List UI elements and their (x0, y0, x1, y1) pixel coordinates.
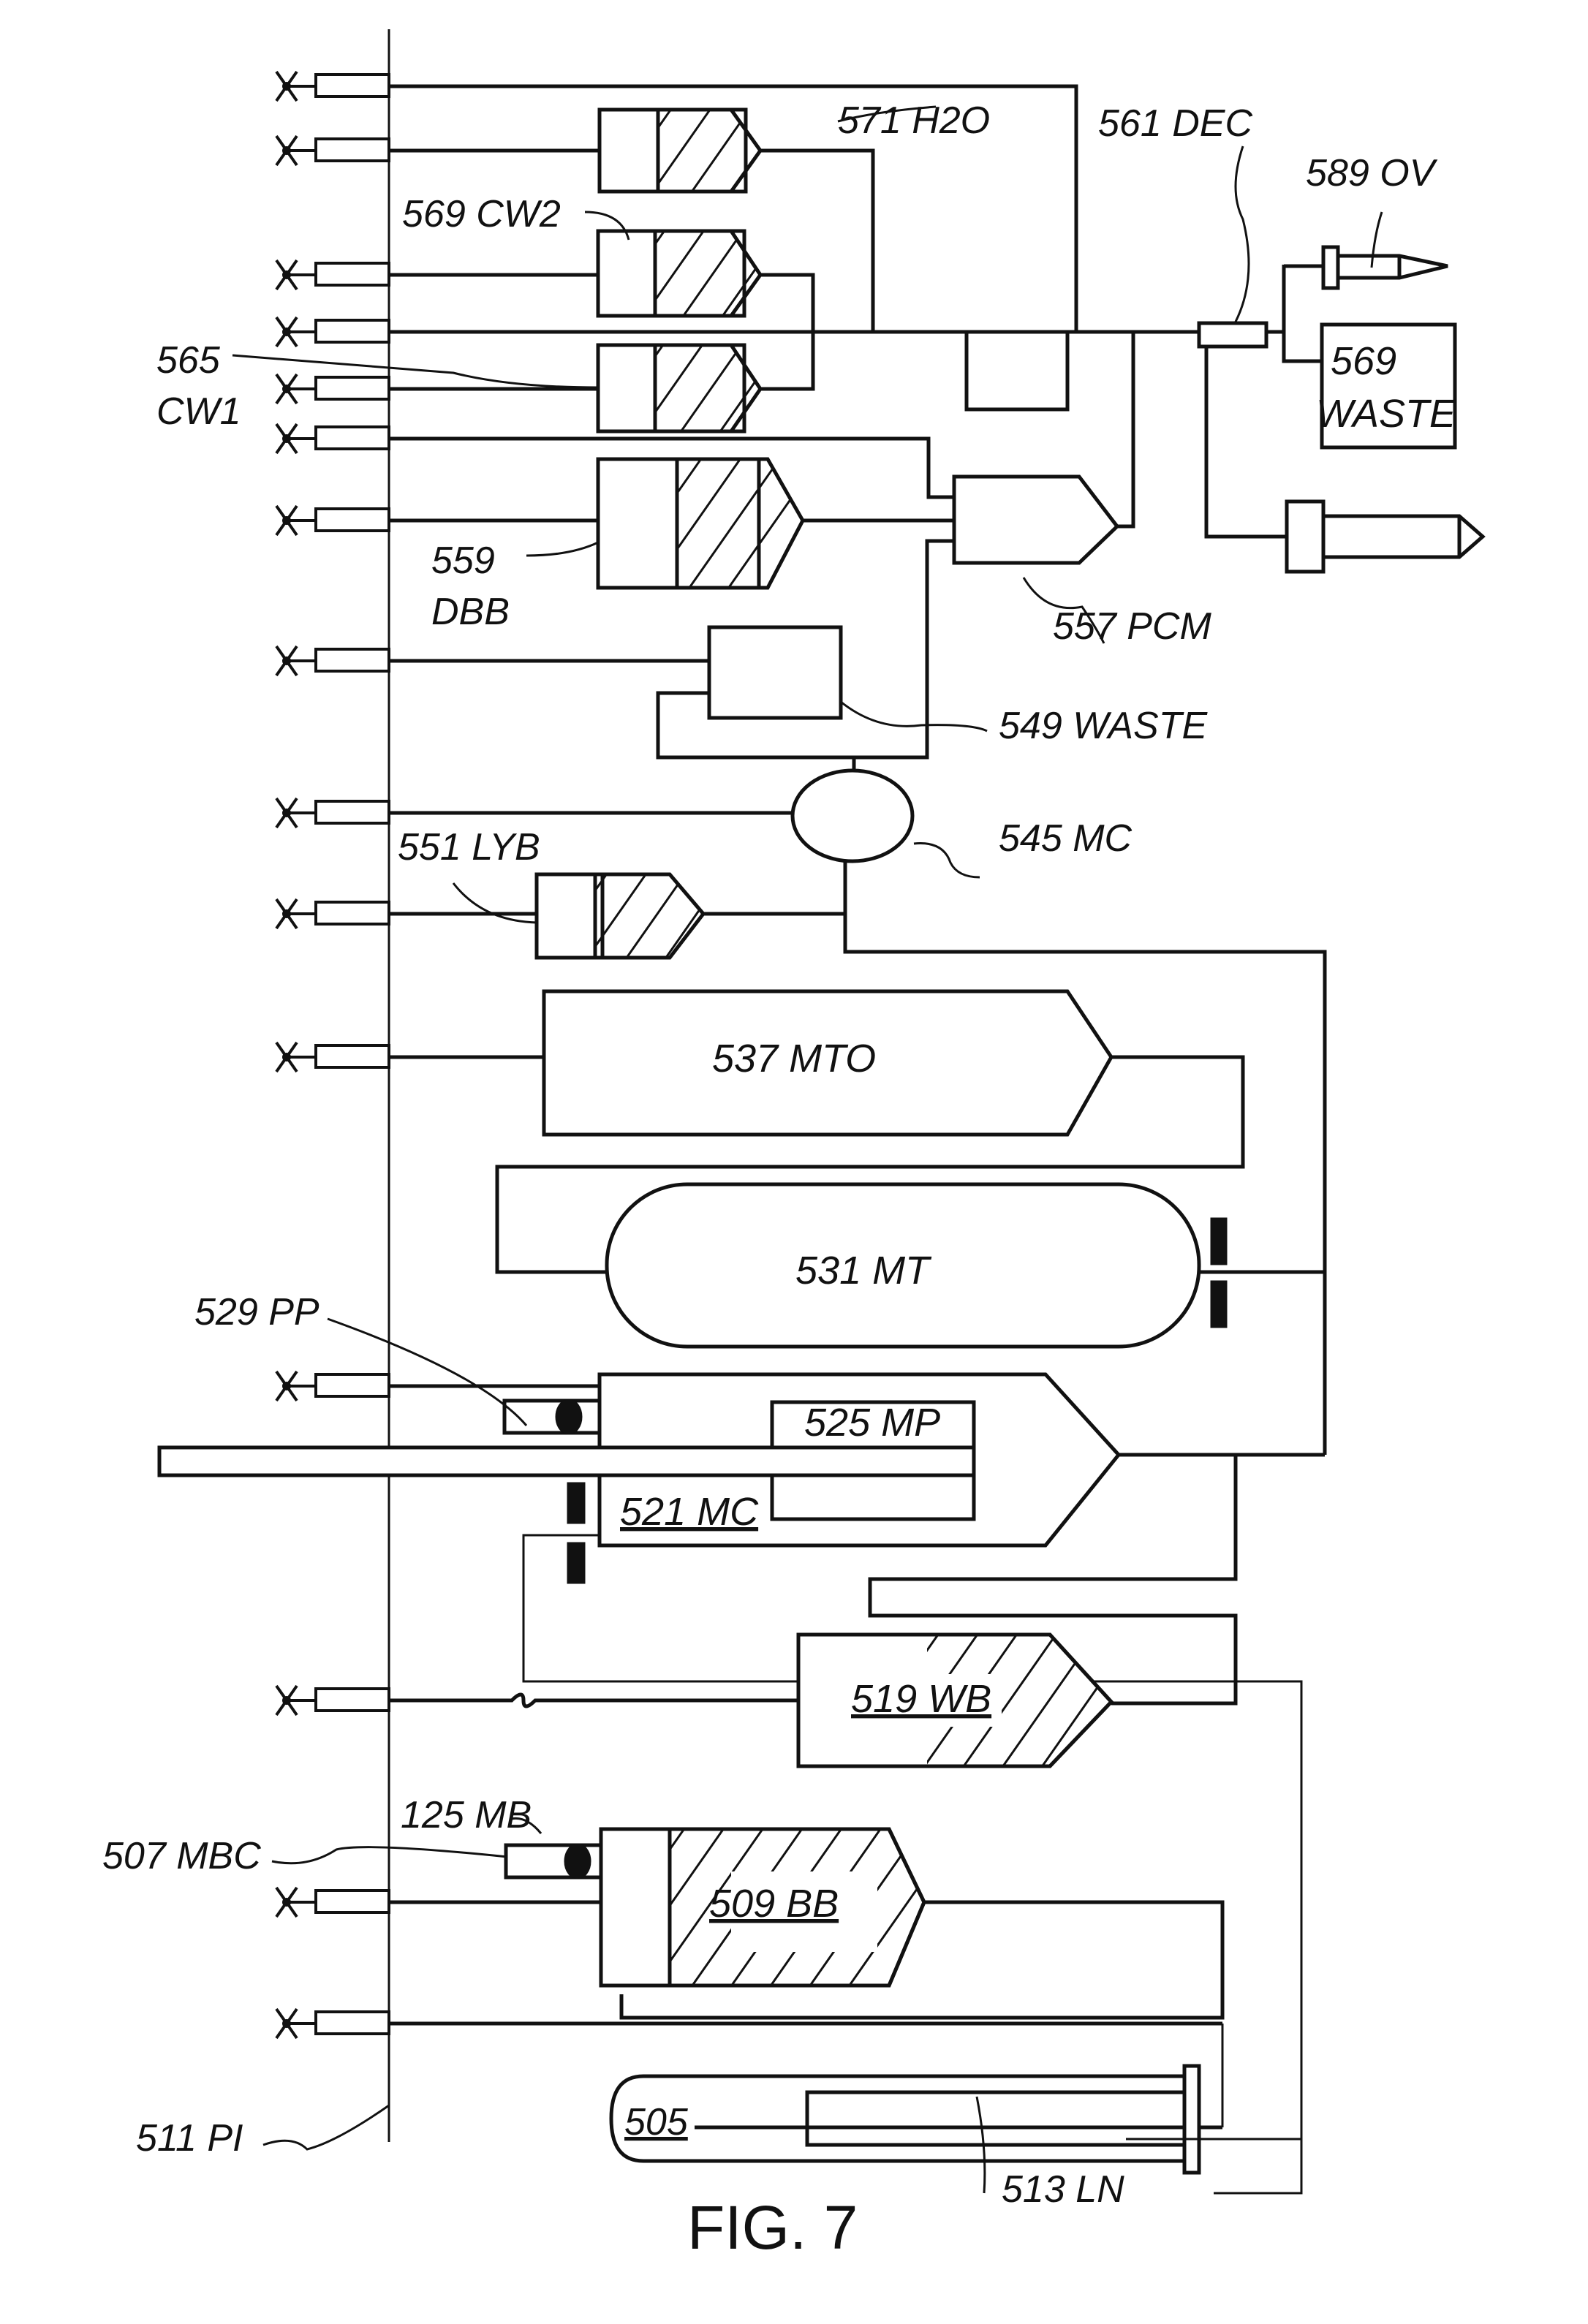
port-stub (316, 75, 389, 96)
port-stub (316, 263, 389, 285)
bead-icon (564, 1844, 591, 1879)
label-559: 559 (431, 540, 495, 582)
tank-531-mt (607, 1184, 1325, 1347)
figure-caption: FIG. 7 (687, 2193, 858, 2262)
label-545-mc: 545 MC (999, 817, 1133, 860)
port-stub (316, 1689, 389, 1711)
valve-dot-icon (282, 909, 291, 918)
bead-carrier-507 (506, 1844, 601, 1879)
port-stub (316, 801, 389, 823)
label-569-waste-word: WASTE (1316, 392, 1456, 436)
detector-561 (1199, 265, 1322, 361)
label-521-mc: 521 MC (620, 1490, 759, 1534)
label-505: 505 (624, 2101, 689, 2143)
label-571-h2o: 571 H2O (838, 99, 990, 142)
label-549-waste: 549 WASTE (999, 705, 1208, 747)
port-stub (316, 2012, 389, 2034)
valve-dot-icon (282, 385, 291, 393)
label-551-lyb: 551 LYB (398, 826, 540, 868)
label-569-waste-num: 569 (1331, 339, 1396, 383)
sample-tube-505 (389, 2024, 1301, 2173)
clamp-icon (567, 1483, 585, 1524)
piston-icon (556, 1399, 582, 1434)
port-stub (316, 377, 389, 399)
outlet-valve-589 (1284, 247, 1448, 288)
label-565: 565 (156, 339, 221, 382)
valve-dot-icon (282, 2019, 291, 2028)
label-531-mt: 531 MT (795, 1249, 932, 1292)
port-stub (316, 509, 389, 531)
label-507-mbc: 507 MBC (102, 1835, 261, 1877)
valve-dot-icon (282, 1898, 291, 1907)
label-509-bb: 509 BB (709, 1882, 839, 1926)
waste-549 (389, 627, 841, 718)
port-stub (316, 649, 389, 671)
label-561-dec: 561 DEC (1098, 102, 1252, 145)
port-stub (316, 320, 389, 342)
clamp-icon (567, 1543, 585, 1583)
valve-dot-icon (282, 146, 291, 155)
label-513-ln: 513 LN (1002, 2168, 1124, 2211)
label-525-mp: 525 MP (804, 1401, 940, 1445)
port-stub (316, 427, 389, 449)
clamp-icon (1211, 1218, 1227, 1265)
label-569-cw2: 569 CW2 (402, 193, 561, 235)
label-cw1: CW1 (156, 390, 241, 433)
label-557-pcm: 557 PCM (1053, 605, 1211, 648)
valve-dot-icon (282, 656, 291, 665)
valve-dot-icon (282, 516, 291, 525)
valve-dot-icon (282, 1053, 291, 1061)
valve-dot-icon (282, 82, 291, 91)
lance-rod (159, 1447, 974, 1475)
label-519-wb: 519 WB (851, 1677, 991, 1721)
label-dbb: DBB (431, 591, 510, 633)
clamp-icon (1211, 1281, 1227, 1328)
valve-dot-icon (282, 809, 291, 817)
valve-dot-icon (282, 434, 291, 443)
valve-dot-icon (282, 1382, 291, 1390)
port-stub (316, 1374, 389, 1396)
port-stub (316, 1045, 389, 1067)
port-stub (316, 902, 389, 924)
label-511-pi: 511 PI (136, 2117, 243, 2160)
label-537-mto: 537 MTO (712, 1037, 876, 1080)
port-stub (316, 139, 389, 161)
valve-dot-icon (282, 270, 291, 279)
valve-dot-icon (282, 328, 291, 336)
label-589-ov: 589 OV (1306, 152, 1438, 194)
label-529-pp: 529 PP (194, 1291, 320, 1333)
reservoir-519-wb (389, 1635, 1111, 1766)
label-125-mb: 125 MB (401, 1794, 532, 1836)
port-stub (316, 1890, 389, 1912)
valve-dot-icon (282, 1696, 291, 1705)
pump-piston-529 (504, 1399, 600, 1583)
